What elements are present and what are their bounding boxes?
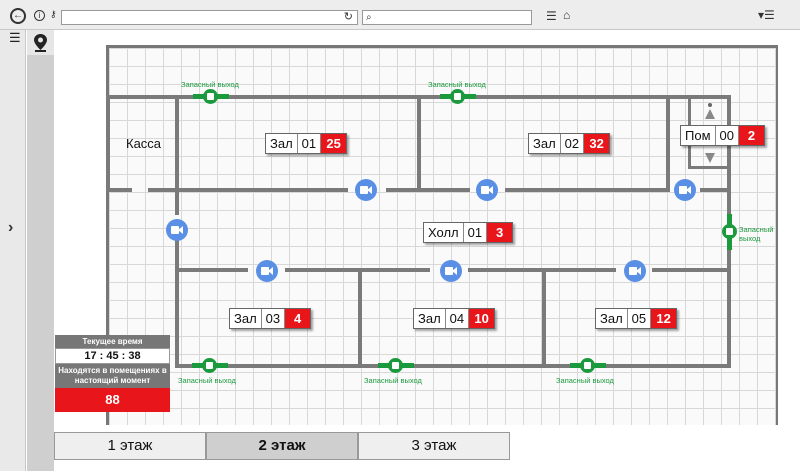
wall <box>417 95 421 192</box>
room-number: 05 <box>628 309 652 328</box>
room-name: Зал <box>414 309 446 328</box>
camera-icon[interactable] <box>440 260 462 282</box>
room-count: 32 <box>584 134 610 153</box>
emergency-exit-icon <box>450 89 465 104</box>
room-label-zal-04[interactable]: Зал 04 10 <box>413 308 496 329</box>
wall <box>386 188 470 192</box>
camera-icon[interactable] <box>624 260 646 282</box>
exit-label: Запасный выход <box>364 376 422 385</box>
location-pin-icon <box>34 34 47 52</box>
current-time-value: 17 : 45 : 38 <box>55 348 170 364</box>
wall <box>666 95 670 192</box>
room-number: 01 <box>298 134 322 153</box>
key-icon[interactable]: ⚷ <box>50 9 57 19</box>
emergency-exit-icon <box>202 358 217 373</box>
exit-label: Запасный выход <box>178 376 236 385</box>
info-icon[interactable]: i <box>34 10 45 21</box>
wall <box>358 268 362 368</box>
room-number: 03 <box>262 309 286 328</box>
wall <box>542 268 546 368</box>
browser-toolbar: ← i ⚷ ↻ ⌕ ☰ ⌂ ▾☰ <box>0 0 800 30</box>
floor-tabs: 1 этаж 2 этаж 3 этаж <box>54 432 794 462</box>
exit-label: Запасный выход <box>181 80 239 89</box>
camera-icon[interactable] <box>256 260 278 282</box>
menu-icon[interactable]: ▾☰ <box>758 8 775 22</box>
emergency-exit-icon <box>722 224 737 239</box>
room-count: 25 <box>321 134 347 153</box>
chevron-right-icon[interactable]: › <box>8 219 14 236</box>
room-label-zal-05[interactable]: Зал 05 12 <box>595 308 678 329</box>
emergency-exit-icon <box>388 358 403 373</box>
info-panel: Текущее время 17 : 45 : 38 Находятся в п… <box>55 335 170 412</box>
room-name: Зал <box>529 134 561 153</box>
home-icon[interactable]: ⌂ <box>563 8 571 22</box>
room-label-zal-02[interactable]: Зал 02 32 <box>528 133 611 154</box>
wall <box>175 95 179 215</box>
wall <box>106 188 132 192</box>
room-number: 01 <box>464 223 488 242</box>
room-label-zal-01[interactable]: Зал 01 25 <box>265 133 348 154</box>
tab-floor-2[interactable]: 2 этаж <box>206 432 358 460</box>
exit-label: Запасный выход <box>739 225 774 243</box>
wall <box>175 268 248 272</box>
wall <box>652 268 731 272</box>
tab-floor-3[interactable]: 3 этаж <box>358 432 510 460</box>
wall <box>175 364 731 368</box>
camera-icon[interactable] <box>674 179 696 201</box>
search-input[interactable]: ⌕ <box>362 10 532 25</box>
exit-label: Запасный выход <box>556 376 614 385</box>
room-name: Холл <box>424 223 464 242</box>
room-count: 4 <box>285 309 311 328</box>
location-pin-button[interactable] <box>27 30 54 55</box>
present-count-label: Находятся в помещениях в настоящий момен… <box>55 364 170 388</box>
list-icon[interactable]: ☰ <box>546 9 557 23</box>
wall <box>148 188 348 192</box>
hamburger-icon[interactable]: ☰ <box>9 30 21 45</box>
camera-icon[interactable] <box>476 179 498 201</box>
exit-label: Запасный выход <box>428 80 486 89</box>
emergency-exit-icon <box>580 358 595 373</box>
room-name: Зал <box>596 309 628 328</box>
room-name: Пом <box>681 126 716 145</box>
room-label-pom-00[interactable]: Пом 00 2 <box>680 125 765 146</box>
room-count: 3 <box>487 223 513 242</box>
present-count-value: 88 <box>55 388 170 412</box>
wall <box>505 188 670 192</box>
room-count: 2 <box>738 126 764 145</box>
elevator-arrows-icon <box>705 103 715 163</box>
wall <box>700 188 731 192</box>
wall <box>106 95 110 192</box>
room-label-holl-01[interactable]: Холл 01 3 <box>423 222 514 243</box>
room-label-zal-03[interactable]: Зал 03 4 <box>229 308 312 329</box>
back-icon[interactable]: ← <box>10 8 26 24</box>
room-number: 04 <box>446 309 470 328</box>
room-number: 02 <box>561 134 585 153</box>
current-time-label: Текущее время <box>55 335 170 348</box>
url-input[interactable]: ↻ <box>61 10 358 25</box>
kassa-label: Касса <box>126 136 162 151</box>
room-number: 00 <box>716 126 739 145</box>
side-strip: ☰ › <box>0 30 26 471</box>
room-count: 10 <box>469 309 495 328</box>
room-name: Зал <box>230 309 262 328</box>
search-icon: ⌕ <box>366 12 372 23</box>
reload-icon[interactable]: ↻ <box>343 11 353 23</box>
wall <box>175 240 179 368</box>
camera-icon[interactable] <box>166 219 188 241</box>
nav-column <box>27 30 54 471</box>
room-name: Зал <box>266 134 298 153</box>
camera-icon[interactable] <box>355 179 377 201</box>
wall <box>688 166 729 169</box>
room-count: 12 <box>651 309 677 328</box>
emergency-exit-icon <box>203 89 218 104</box>
tab-floor-1[interactable]: 1 этаж <box>54 432 206 460</box>
wall <box>285 268 430 272</box>
